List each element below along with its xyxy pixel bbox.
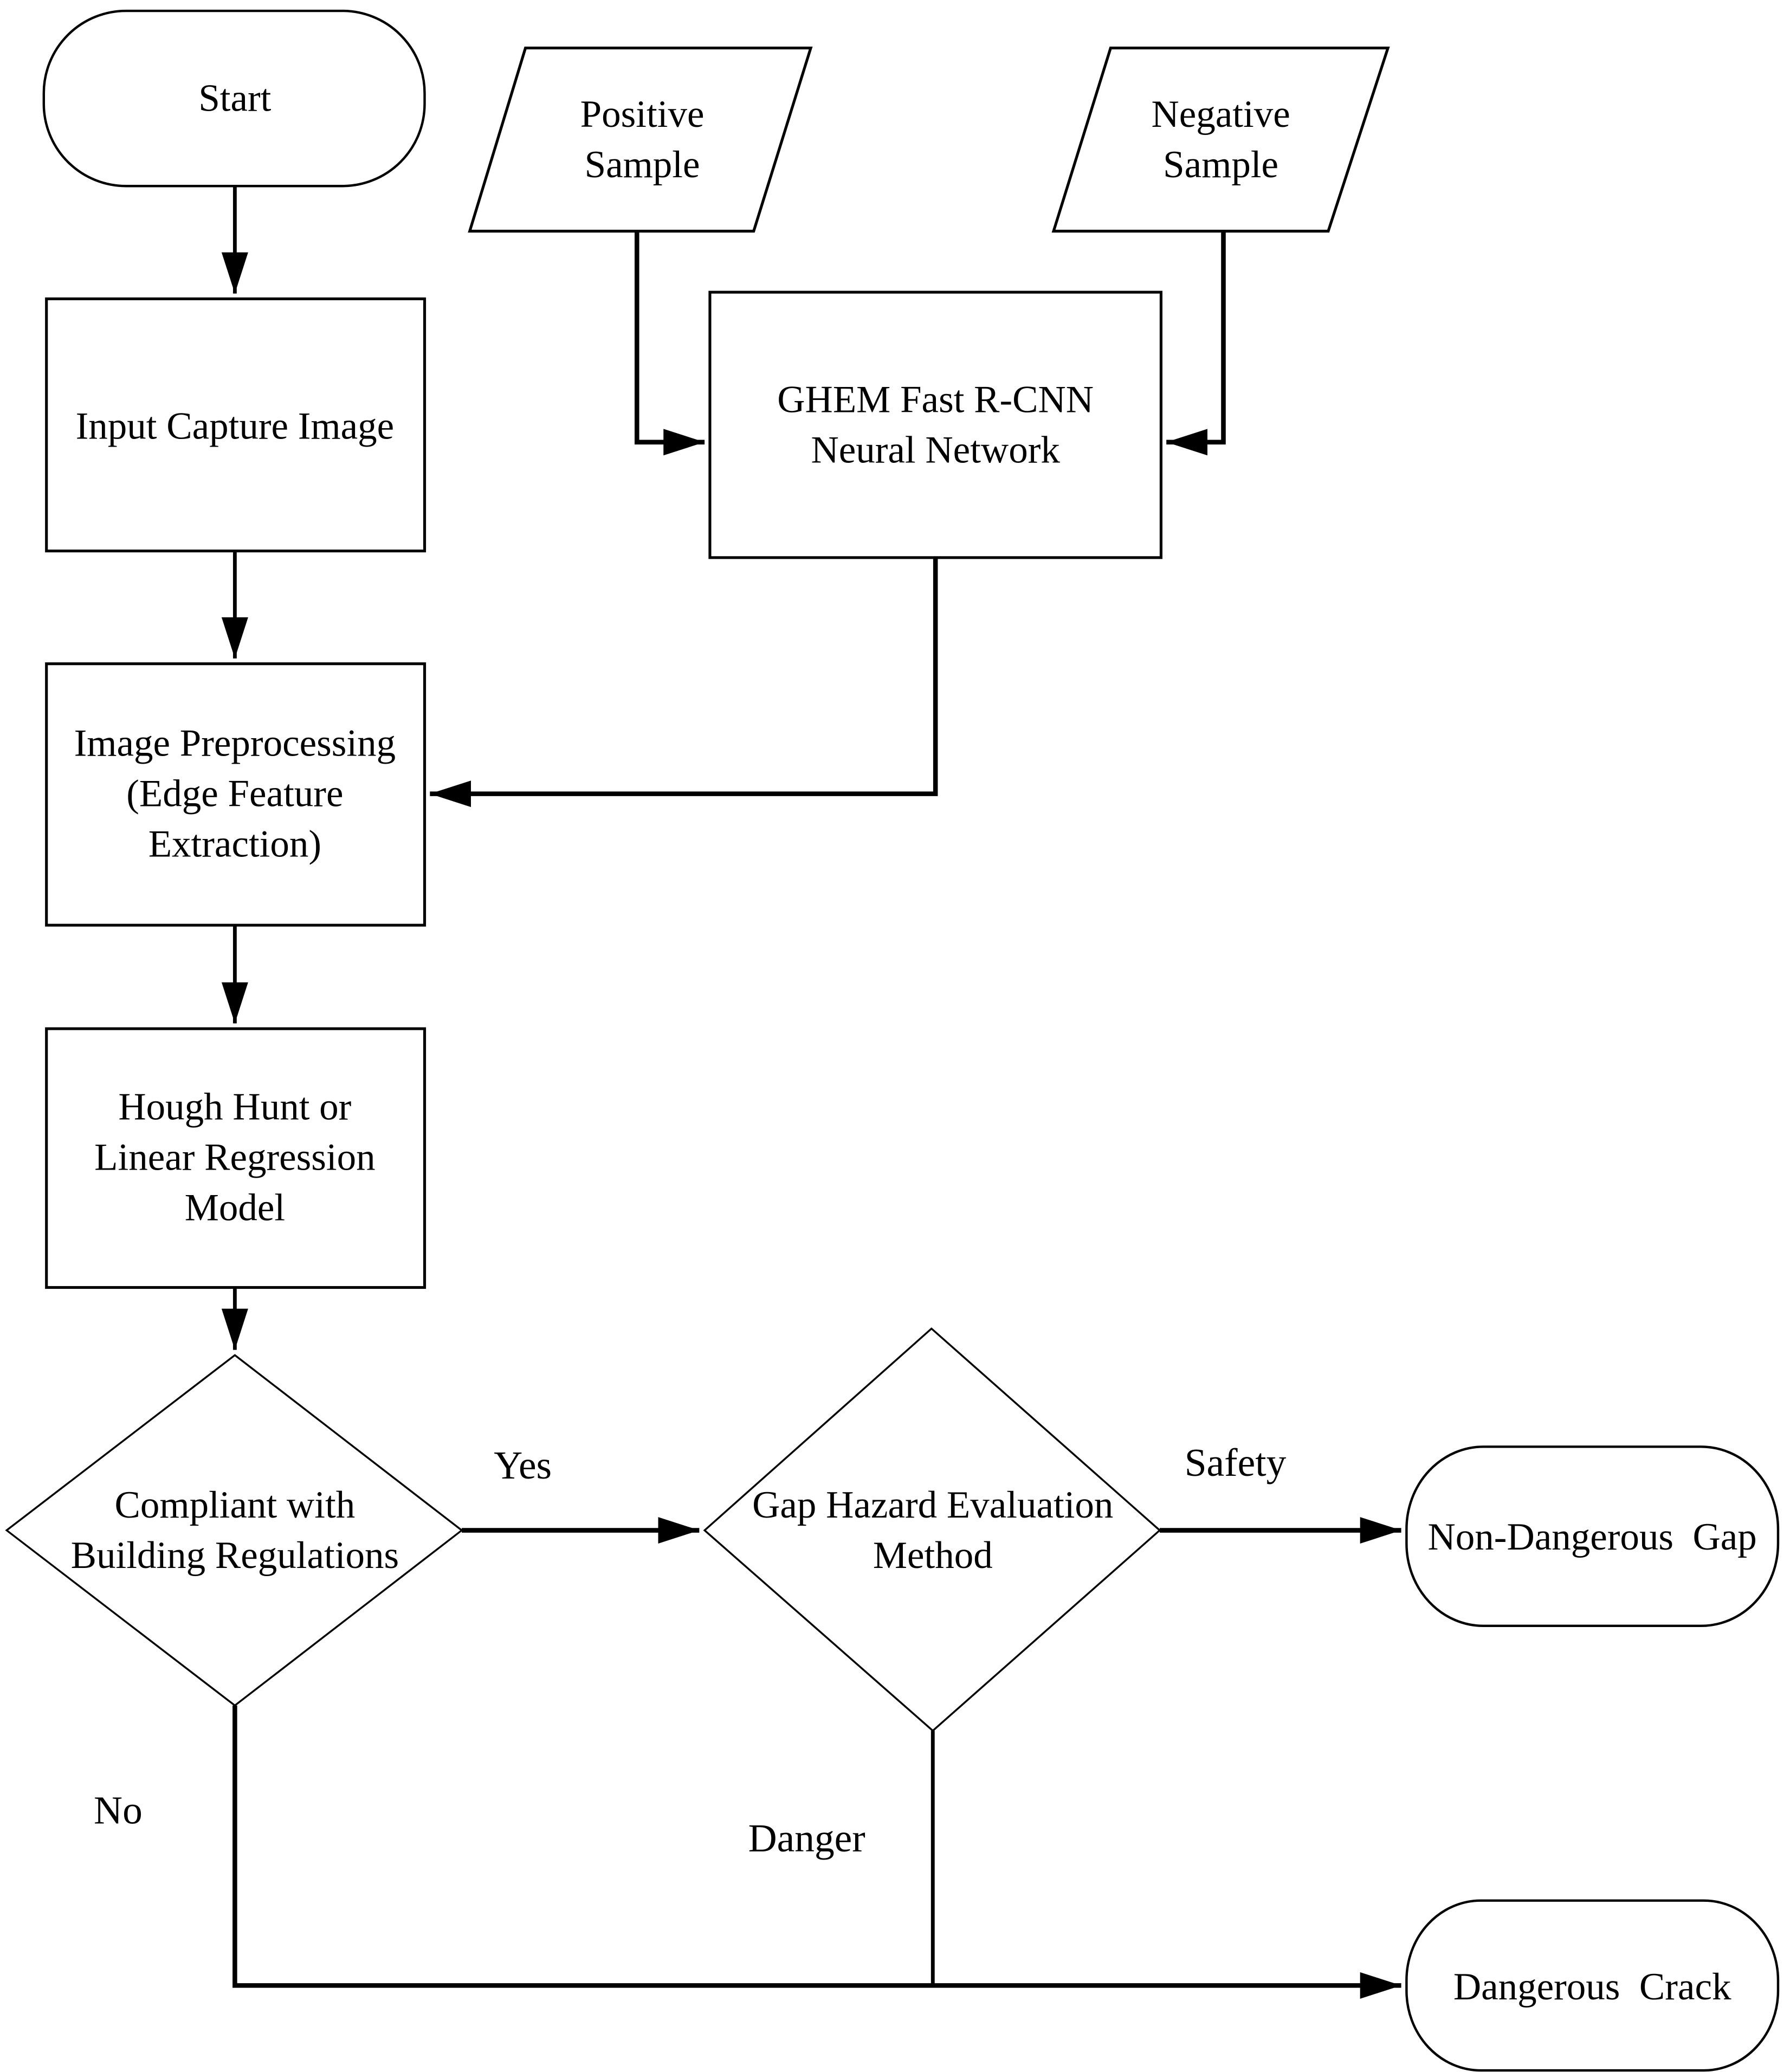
edge-positive-sample-to-ghem [634, 231, 705, 456]
non-dangerous-gap-node [1405, 1445, 1780, 1628]
image-preprocessing-label-line3: Extraction) [148, 823, 321, 866]
gap-hazard-decision-node [703, 1327, 1161, 1732]
edge-ghem-to-preprocessing [430, 557, 938, 808]
danger-edge-label: Danger [748, 1816, 865, 1860]
compliant-decision-label-line2: Building Regulations [71, 1534, 399, 1577]
gap-hazard-decision-label-line1: Gap Hazard Evaluation [752, 1484, 1113, 1526]
hough-hunt-label-line2: Linear Regression [94, 1137, 376, 1179]
hough-hunt-label-line1: Hough Hunt or [118, 1086, 351, 1128]
negative-sample-label-line2: Sample [1163, 144, 1278, 186]
start-label: Start [198, 78, 271, 120]
gap-hazard-decision-label-line2: Method [873, 1534, 993, 1577]
hough-hunt-label-line3: Model [185, 1187, 285, 1229]
yes-edge-label: Yes [494, 1443, 552, 1487]
positive-sample-label-line1: Positive [580, 93, 705, 135]
negative-sample-label-line1: Negative [1151, 93, 1290, 135]
edge-compliant-no-to-dangerous [232, 1705, 1401, 1999]
negative-sample-node [1051, 47, 1390, 233]
non-dangerous-gap-label: Non-Dangerous Gap [1428, 1516, 1757, 1558]
ghem-fast-rcnn-node [708, 291, 1162, 559]
hough-hunt-node [45, 1027, 427, 1289]
image-preprocessing-label-line1: Image Preprocessing [74, 722, 396, 765]
dangerous-crack-label: Dangerous Crack [1453, 1966, 1731, 2008]
start-node [42, 9, 426, 188]
image-preprocessing-label-line2: (Edge Feature [126, 773, 343, 815]
ghem-fast-rcnn-label-line2: Neural Network [811, 429, 1060, 471]
ghem-fast-rcnn-label-line1: GHEM Fast R-CNN [777, 378, 1094, 421]
safety-edge-label: Safety [1185, 1441, 1287, 1484]
positive-sample-node [468, 47, 813, 233]
input-capture-image-node [45, 297, 427, 553]
edge-negative-sample-to-ghem [1166, 231, 1226, 456]
compliant-decision-node [5, 1354, 463, 1707]
no-edge-label: No [94, 1789, 143, 1832]
dangerous-crack-node [1405, 1899, 1780, 2072]
image-preprocessing-node [45, 662, 427, 927]
positive-sample-label-line2: Sample [585, 144, 700, 186]
input-capture-image-label: Input Capture Image [76, 405, 395, 447]
compliant-decision-label-line1: Compliant with [115, 1484, 356, 1526]
